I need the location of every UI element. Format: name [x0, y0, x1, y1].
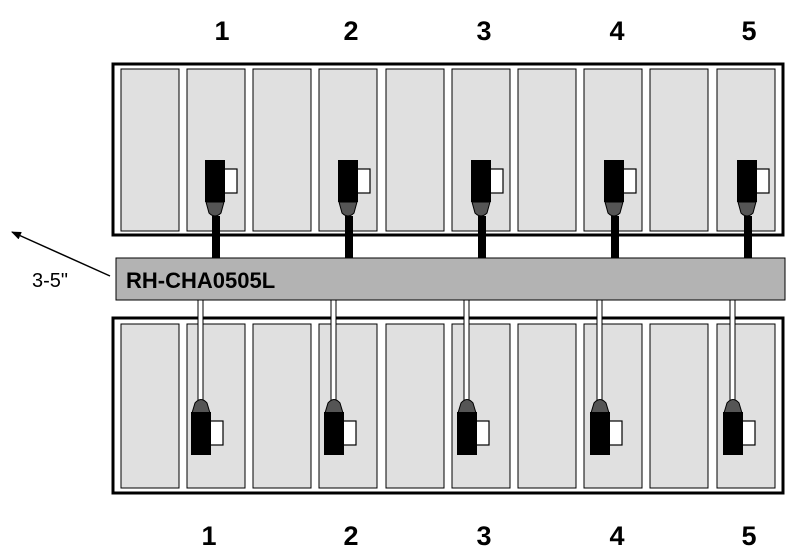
bottom-port-number: 2 [343, 521, 358, 551]
top-connectors [205, 160, 770, 217]
length-indicator: 3-5" [11, 231, 111, 292]
top-cables [212, 216, 752, 258]
length-arrow [11, 231, 111, 277]
top-panel [111, 62, 785, 237]
bottom-connectors [191, 399, 756, 455]
bottom-connector-3 [457, 399, 490, 455]
top-port-number: 2 [343, 16, 358, 46]
bottom-port-number: 3 [476, 521, 491, 551]
top-port-number: 3 [476, 16, 491, 46]
bottom-port-number: 4 [609, 521, 624, 551]
top-port-number: 1 [214, 16, 229, 46]
top-connector-4 [604, 160, 637, 217]
top-port-number: 5 [741, 16, 756, 46]
bottom-port-numbers: 1 2 3 4 5 [201, 521, 756, 551]
cable-part-label: RH-CHA0505L [126, 268, 275, 293]
cable-bar: RH-CHA0505L [115, 257, 786, 301]
top-port-numbers: 1 2 3 4 5 [214, 16, 756, 46]
top-connector-1 [205, 160, 238, 217]
bottom-port-number: 5 [741, 521, 756, 551]
top-connector-2 [338, 160, 371, 217]
length-label: 3-5" [32, 270, 68, 292]
top-connector-3 [471, 160, 504, 217]
bottom-connector-1 [191, 399, 224, 455]
top-connector-5 [737, 160, 770, 217]
bottom-connector-2 [324, 399, 357, 455]
bottom-panel [111, 316, 785, 495]
bottom-connector-5 [723, 399, 756, 455]
bottom-port-number: 1 [201, 521, 216, 551]
bottom-connector-4 [590, 399, 623, 455]
top-port-number: 4 [609, 16, 624, 46]
bottom-cables [197, 299, 736, 403]
